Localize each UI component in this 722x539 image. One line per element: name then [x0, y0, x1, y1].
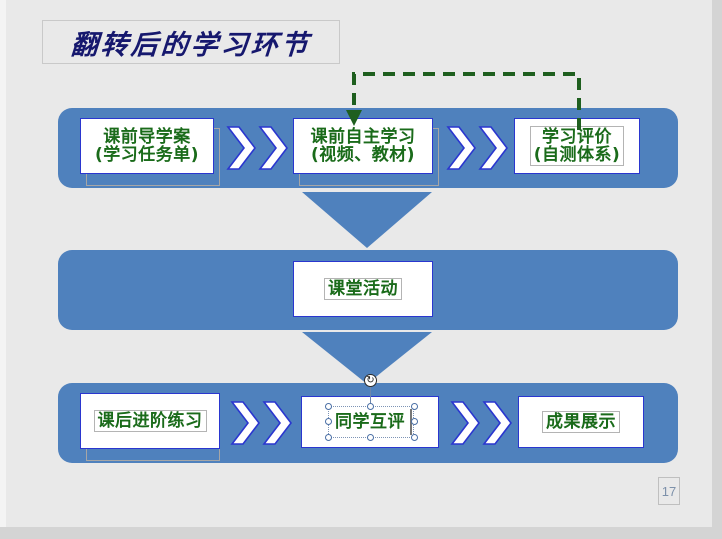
- node-ketanghuodong-label: 课堂活动: [324, 277, 402, 301]
- node-jinjielianxi-line1: 课后进阶练习: [97, 410, 203, 431]
- right-gutter: [712, 0, 722, 539]
- node-tongxuehuping-line1: 同学互评: [335, 411, 405, 432]
- chevron-right-icon: [446, 126, 476, 170]
- chevron-right-icon: [478, 126, 508, 170]
- chevron-right-icon: [482, 401, 512, 445]
- node-daoxuean-line2: (学习任务单): [94, 145, 200, 165]
- chevron-double-2: [446, 125, 508, 171]
- arrow-top-to-mid: [302, 192, 432, 248]
- node-xuexipingjia-line2: (自测体系): [533, 145, 621, 165]
- left-gutter: [0, 0, 6, 539]
- node-tongxuehuping-label: 同学互评: [332, 412, 408, 432]
- node-xuexipingjia[interactable]: 学习评价 (自测体系): [514, 118, 640, 174]
- page-number-badge: 17: [658, 477, 680, 505]
- slide-title-text: 翻转后的学习环节: [69, 29, 312, 61]
- chevron-right-icon: [226, 126, 256, 170]
- node-ketanghuodong-line1: 课堂活动: [328, 278, 398, 299]
- node-chengguozhanshi-label: 成果展示: [542, 410, 620, 434]
- bottom-gutter: [0, 527, 722, 539]
- chevron-double-4: [450, 400, 512, 446]
- node-zizhuxuexi-line2: (视频、教材): [310, 145, 416, 165]
- node-tongxuehuping[interactable]: 同学互评: [301, 396, 439, 448]
- node-xuexipingjia-line1: 学习评价: [541, 126, 612, 147]
- node-zizhuxuexi-line1: 课前自主学习: [310, 126, 416, 147]
- node-zizhuxuexi[interactable]: 课前自主学习 (视频、教材): [293, 118, 433, 174]
- chevron-right-icon: [230, 401, 260, 445]
- node-ketanghuodong[interactable]: 课堂活动: [293, 261, 433, 317]
- node-chengguozhanshi-line1: 成果展示: [546, 411, 616, 432]
- slide-surface: 翻转后的学习环节 课前导学案 (学习任务单) 课前自主学习 (视频、教材): [6, 0, 712, 527]
- node-chengguozhanshi[interactable]: 成果展示: [518, 396, 644, 448]
- node-daoxuean-line1: 课前导学案: [103, 126, 191, 147]
- node-zizhuxuexi-label: 课前自主学习 (视频、教材): [308, 127, 419, 166]
- node-daoxuean-label: 课前导学案 (学习任务单): [92, 127, 202, 166]
- node-daoxuean[interactable]: 课前导学案 (学习任务单): [80, 118, 214, 174]
- node-jinjielianxi[interactable]: 课后进阶练习: [80, 393, 220, 449]
- node-jinjielianxi-label: 课后进阶练习: [93, 409, 207, 433]
- chevron-right-icon: [450, 401, 480, 445]
- chevron-double-3: [230, 400, 292, 446]
- arrow-mid-to-bottom: [302, 332, 432, 384]
- chevron-right-icon: [258, 126, 288, 170]
- chevron-double-1: [226, 125, 288, 171]
- slide-title-box[interactable]: 翻转后的学习环节: [42, 20, 340, 64]
- chevron-right-icon: [262, 401, 292, 445]
- node-xuexipingjia-label: 学习评价 (自测体系): [529, 125, 625, 167]
